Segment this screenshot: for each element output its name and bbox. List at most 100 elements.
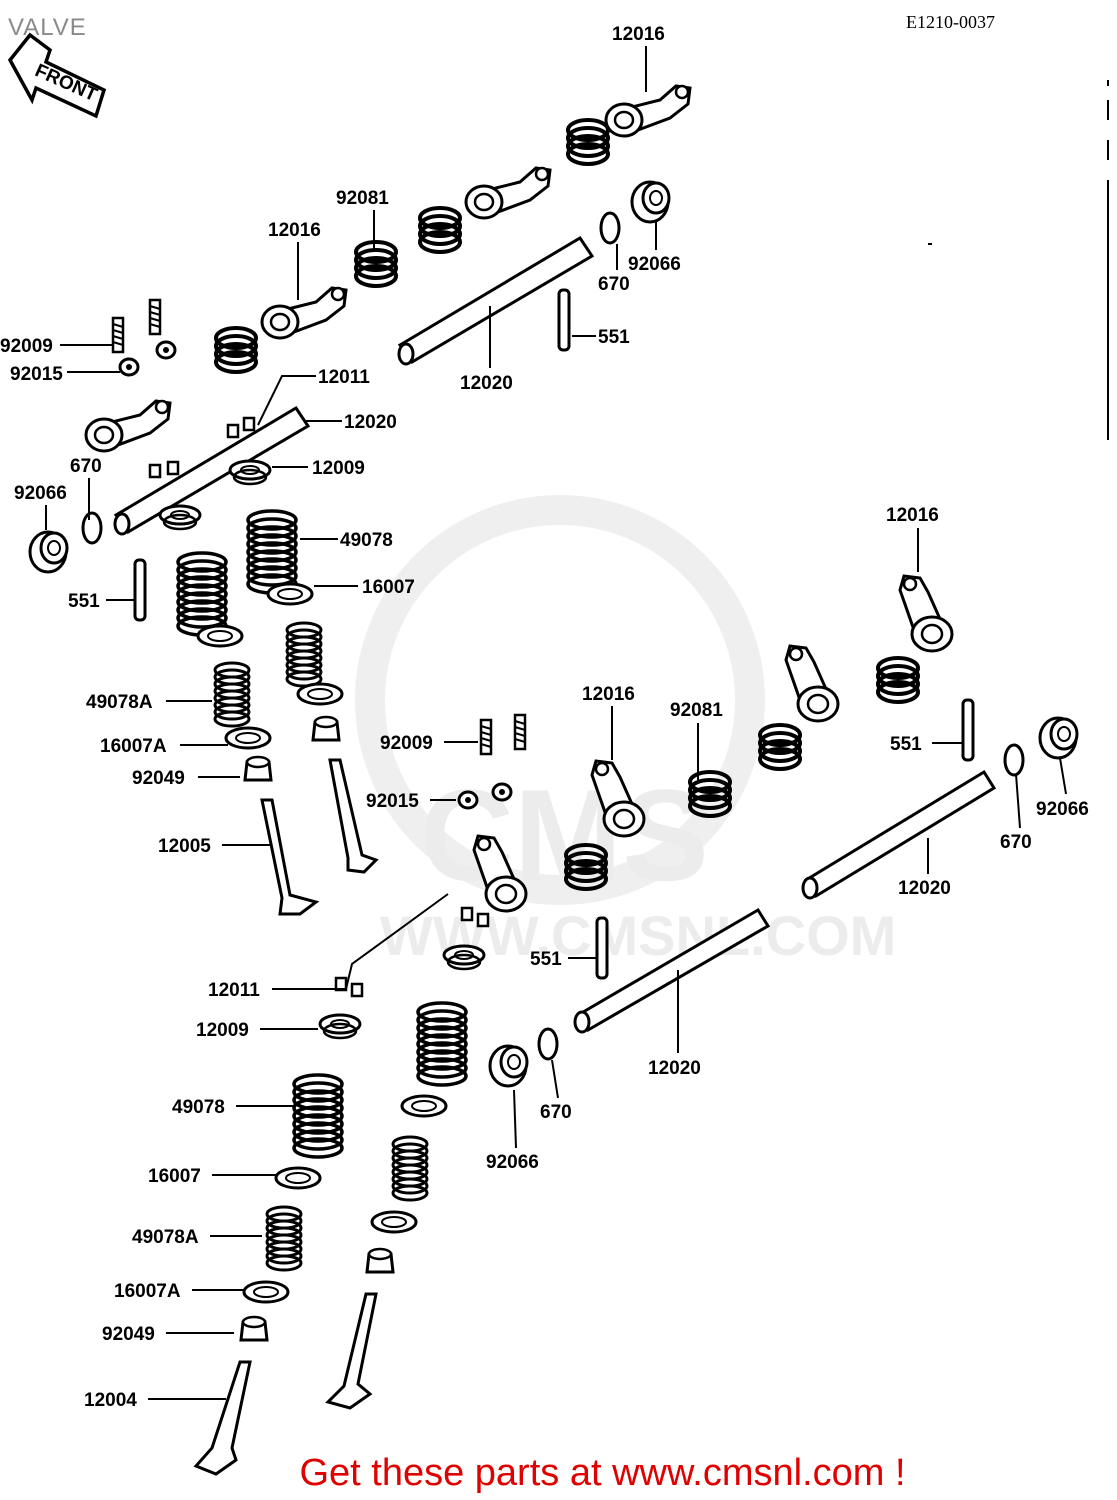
dowel-pin-icon (557, 288, 571, 352)
cylinder-upper-left-parts (28, 84, 692, 916)
plug-icon (630, 180, 671, 224)
spring-seat-icon (196, 624, 244, 648)
cylinder-right-parts (193, 574, 1079, 1476)
dowel-pin-icon (133, 558, 147, 622)
rocker-arm-icon (898, 574, 954, 653)
part-label: 551 (598, 327, 630, 348)
part-label: 49078 (172, 1097, 225, 1118)
part-label: 551 (890, 734, 922, 755)
spring-coil-icon (876, 656, 920, 704)
rocker-arm-icon (464, 166, 552, 220)
part-label: 12011 (208, 980, 260, 1001)
spring-seat-icon (224, 726, 272, 750)
spring-seat-icon (296, 682, 344, 706)
part-label: 12020 (344, 412, 397, 433)
spring-coil-icon (418, 206, 462, 254)
valve-icon (325, 1292, 378, 1410)
o-ring-icon (81, 511, 103, 545)
valve-spring-inner-icon (213, 661, 251, 728)
part-label: 92015 (366, 791, 419, 812)
adjust-screw-icon (479, 718, 493, 756)
valve-icon (193, 1360, 252, 1476)
spring-seat-icon (266, 582, 314, 606)
part-label: 92081 (670, 700, 723, 721)
part-label: 12020 (648, 1058, 701, 1079)
rocker-arm-icon (604, 84, 692, 138)
retainer-icon (228, 459, 272, 486)
spring-coil-icon (566, 118, 610, 166)
part-label: 12004 (84, 1390, 137, 1411)
part-label: 92015 (10, 364, 63, 385)
adjust-screw-icon (148, 298, 162, 336)
nut-icon (457, 790, 479, 810)
part-label: 16007 (148, 1166, 201, 1187)
plug-icon (1038, 716, 1079, 760)
dowel-pin-icon (961, 698, 975, 762)
part-label: 12016 (612, 24, 665, 45)
valve-spring-outer-icon (416, 1001, 468, 1087)
plug-icon (28, 530, 69, 574)
footer-promo[interactable]: Get these parts at www.cmsnl.com ! (0, 1452, 1117, 1495)
part-label: 16007A (100, 736, 167, 757)
retainer-icon (158, 504, 202, 531)
part-label: 670 (598, 274, 630, 295)
spring-coil-icon (758, 723, 802, 771)
o-ring-icon (537, 1027, 559, 1061)
spring-seat-icon (274, 1166, 322, 1190)
rocker-arm-icon (784, 644, 840, 723)
watermark-text: CMS (420, 762, 709, 908)
part-label: 12009 (196, 1020, 249, 1041)
stem-seal-icon (243, 755, 273, 782)
margin-dashes (928, 80, 1109, 440)
leader-lines (45, 46, 1067, 1400)
part-label: 12011 (318, 367, 370, 388)
part-label: 92066 (1036, 799, 1089, 820)
part-label: 92066 (14, 483, 67, 504)
footer-link-text[interactable]: Get these parts at www.cmsnl.com ! (299, 1452, 906, 1494)
part-label: 12009 (312, 458, 365, 479)
rocker-arm-icon (260, 286, 348, 340)
collet-icon (226, 416, 256, 439)
watermark: CMS WWW.CMSNL.COM (355, 495, 896, 967)
adjust-screw-icon (111, 316, 125, 354)
part-label: 92049 (132, 768, 185, 789)
spring-seat-icon (370, 1210, 418, 1234)
stem-seal-icon (311, 715, 341, 742)
valve-icon (260, 798, 320, 916)
valve-spring-outer-icon (246, 509, 298, 595)
part-label: 12016 (582, 684, 635, 705)
plug-icon (488, 1044, 529, 1088)
part-label: 92066 (486, 1152, 539, 1173)
part-label: 49078A (86, 692, 153, 713)
stem-seal-icon (239, 1315, 269, 1342)
part-label: 92066 (628, 254, 681, 275)
stem-seal-icon (365, 1247, 395, 1274)
collet-icon (148, 460, 180, 479)
part-label: 92081 (336, 188, 389, 209)
o-ring-icon (599, 211, 621, 245)
part-label: 92049 (102, 1324, 155, 1345)
part-label: 12016 (268, 220, 321, 241)
rocker-arm-icon (84, 399, 172, 453)
part-label: 16007A (114, 1281, 181, 1302)
valve-spring-outer-icon (176, 551, 228, 637)
part-label: 670 (1000, 832, 1032, 853)
part-label: 12020 (898, 878, 951, 899)
page-title: VALVE (8, 14, 87, 41)
part-label: 92009 (0, 336, 53, 357)
part-label: 49078A (132, 1227, 199, 1248)
nut-icon (491, 782, 513, 802)
part-label: 12016 (886, 505, 939, 526)
valve-spring-inner-icon (391, 1135, 429, 1202)
part-label: 551 (530, 949, 562, 970)
valve-spring-outer-icon (292, 1073, 344, 1159)
spring-seat-icon (242, 1280, 290, 1304)
valve-spring-inner-icon (285, 621, 323, 688)
o-ring-icon (1003, 743, 1025, 777)
retainer-icon (318, 1013, 362, 1040)
part-label: 16007 (362, 577, 415, 598)
valve-icon (328, 758, 379, 874)
spring-coil-icon (354, 240, 398, 288)
spring-seat-icon (400, 1094, 448, 1118)
